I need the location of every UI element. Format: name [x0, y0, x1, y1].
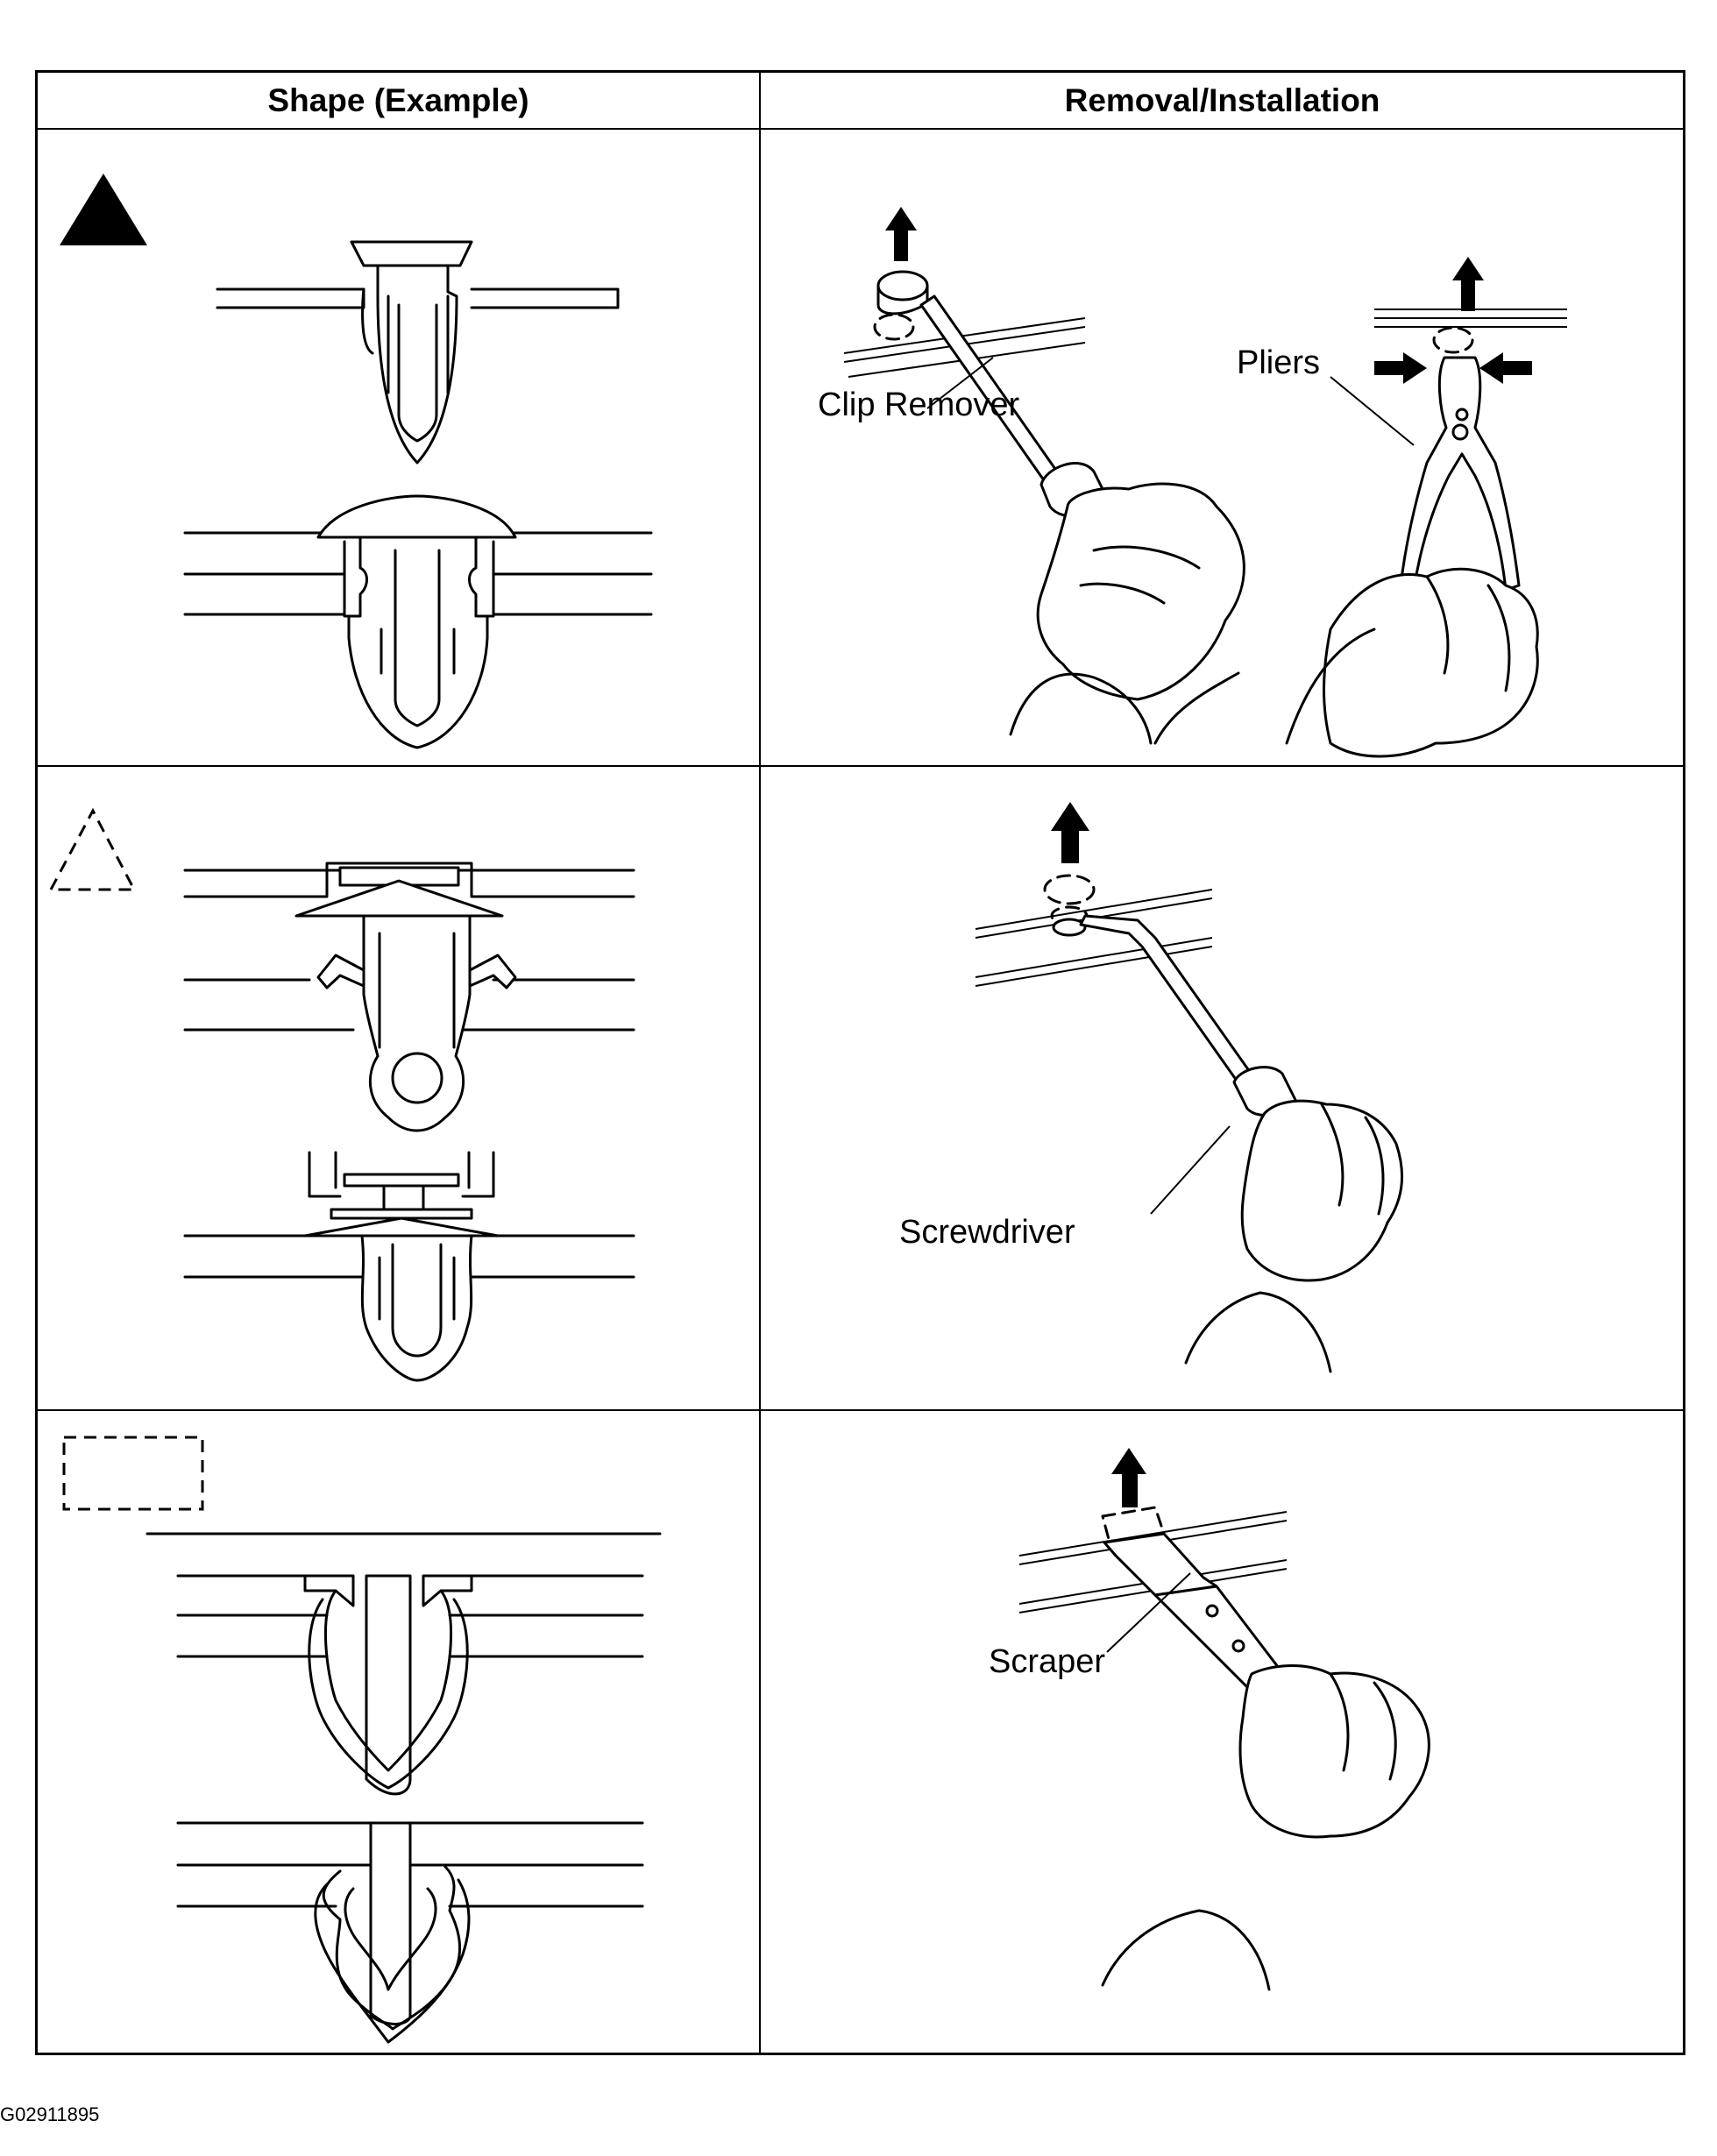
pliers-tool: [1399, 326, 1521, 592]
figure-code: G02911895: [0, 2103, 100, 2125]
panel-lines-right: [1374, 309, 1567, 328]
hand-right-illustration: [1285, 567, 1539, 758]
row2-removal-cell: Screwdriver: [761, 767, 1685, 1409]
row-divider-1: [38, 765, 1683, 767]
clip-diagram-lower: [176, 1821, 644, 2044]
scraper-tool: [1101, 1506, 1288, 1693]
row1-removal-cell: Clip Remover Pliers: [761, 130, 1685, 765]
dashed-rectangle-icon: [62, 1436, 204, 1511]
up-arrow-icon: [1111, 1448, 1146, 1507]
column-divider: [759, 73, 761, 2053]
leader-lines: [926, 357, 1415, 446]
scraper-label: Scraper: [989, 1643, 1106, 1680]
header-removal-installation: Removal/Installation: [1064, 82, 1380, 118]
clip-diagram-upper: [183, 862, 635, 1132]
header-divider: [38, 128, 1683, 130]
hand-illustration: [1101, 1664, 1430, 1991]
row1-shape-cell: [38, 130, 759, 765]
clip-diagram-upper: [145, 1532, 662, 1796]
clip-diagram-upper: [216, 240, 620, 465]
row3-shape-cell: [38, 1411, 759, 2055]
up-arrow-icon: [1051, 802, 1089, 863]
header-shape-example: Shape (Example): [267, 82, 529, 118]
row2-shape-cell: [38, 767, 759, 1409]
clip-diagram-lower: [183, 1151, 635, 1382]
up-arrow-icon: [885, 207, 917, 261]
row-divider-2: [38, 1409, 1683, 1411]
pliers-label: Pliers: [1237, 344, 1321, 381]
hand-illustration: [1184, 1099, 1404, 1373]
screwdriver-label: Screwdriver: [899, 1214, 1075, 1251]
up-arrow-icon-right: [1452, 257, 1484, 311]
clip-removal-table: Shape (Example) Removal/Installation: [35, 70, 1685, 2055]
leader-line: [1106, 1572, 1191, 1653]
row3-removal-cell: Scraper: [761, 1411, 1685, 2055]
squeeze-arrow-right-icon: [1479, 352, 1532, 384]
solid-triangle-icon: [60, 174, 147, 245]
squeeze-arrow-left-icon: [1374, 352, 1427, 384]
clip-remover-label: Clip Remover: [818, 387, 1020, 423]
hand-left-illustration: [1009, 482, 1245, 745]
dashed-triangle-icon: [48, 807, 137, 891]
leader-line: [1150, 1125, 1231, 1215]
clip-diagram-lower: [183, 494, 653, 749]
